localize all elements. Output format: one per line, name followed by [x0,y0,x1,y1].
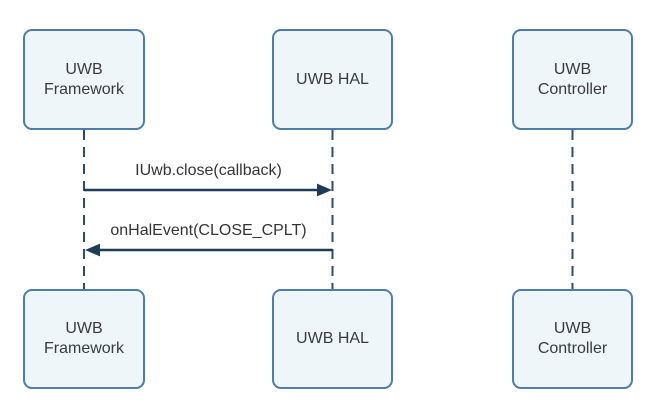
message-arrow-iuwb-close [84,183,332,197]
participant-label: UWB Controller [537,320,608,357]
message-label-onhalevent: onHalEvent(CLOSE_CPLT) [110,222,307,239]
participant-box-uwb-controller-top: UWB Controller [512,29,633,130]
participant-label: UWB Framework [43,60,124,98]
arrowhead-right-icon [317,183,332,197]
participant-box-uwb-framework-top: UWB Framework [23,29,145,130]
participant-box-uwb-controller-bottom: UWB Controller [512,289,633,389]
participant-label: UWB HAL [296,70,369,88]
participant-box-uwb-hal-bottom: UWB HAL [272,289,393,389]
arrowhead-left-icon [85,243,100,257]
participant-box-uwb-framework-bottom: UWB Framework [23,289,145,389]
message-arrow-onhalevent [85,243,333,257]
participant-label: UWB Framework [43,320,124,357]
participant-box-uwb-hal-top: UWB HAL [272,29,393,130]
message-label-iuwb-close: IUwb.close(callback) [135,162,282,179]
participant-label: UWB Controller [537,60,608,98]
participant-label: UWB HAL [296,330,369,347]
